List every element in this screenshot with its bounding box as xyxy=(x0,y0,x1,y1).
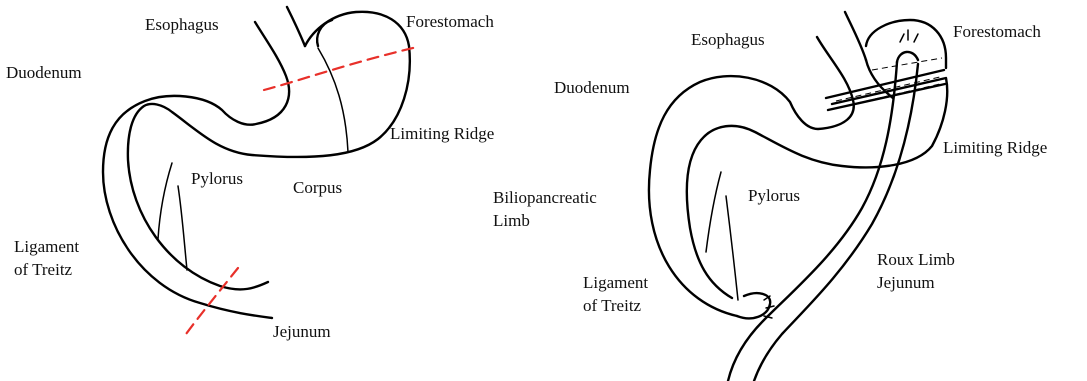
left-fundus-inner-curve xyxy=(317,20,332,46)
left-esophagus-inner-wall xyxy=(287,7,305,46)
left-label-pylorus: Pylorus xyxy=(191,169,243,188)
right-esophagus-inner-wall xyxy=(845,12,866,60)
right-esophagus-outer-wall xyxy=(649,37,854,316)
right-label-duodenum: Duodenum xyxy=(554,78,630,97)
left-forestomach-cut-line xyxy=(264,47,417,90)
right-roux-limb-top-cap xyxy=(897,52,918,62)
left-label-forestomach: Forestomach xyxy=(406,12,494,31)
left-forestomach-dome xyxy=(128,12,410,290)
right-label-ligament-line1: Ligament xyxy=(583,273,648,292)
right-label-forestomach: Forestomach xyxy=(953,22,1041,41)
right-label-esophagus: Esophagus xyxy=(691,30,765,49)
right-label-roux-line1: Roux Limb xyxy=(877,250,955,269)
right-staple-band-upper xyxy=(826,70,944,98)
right-pouch-stitches xyxy=(900,30,918,42)
right-label-roux-line2: Jejunum xyxy=(877,273,935,292)
right-label-biliopancreatic-line1: Biliopancreatic xyxy=(493,188,597,207)
left-label-ligament-line1: Ligament xyxy=(14,237,79,256)
right-staple-band-lower xyxy=(828,84,945,110)
left-label-jejunum: Jejunum xyxy=(273,322,331,341)
left-ligament-of-treitz-line-b xyxy=(178,186,187,270)
left-ligament-of-treitz-line-a xyxy=(158,163,172,239)
left-label-duodenum: Duodenum xyxy=(6,63,82,82)
right-label-ligament-line2: of Treitz xyxy=(583,296,642,315)
left-anatomy-diagram: Esophagus Forestomach Duodenum Limiting … xyxy=(6,7,494,341)
right-label-limiting-ridge: Limiting Ridge xyxy=(943,138,1047,157)
left-limiting-ridge-line xyxy=(318,48,348,152)
right-stomach-outline xyxy=(649,12,947,316)
left-label-ligament-line2: of Treitz xyxy=(14,260,73,279)
left-label-esophagus: Esophagus xyxy=(145,15,219,34)
right-label-biliopancreatic-line2: Limb xyxy=(493,211,530,230)
right-ligament-of-treitz-line-a xyxy=(706,172,721,252)
right-roux-limb-left-wall xyxy=(728,62,897,381)
right-roux-limb-right-wall xyxy=(754,64,918,381)
left-label-limiting-ridge: Limiting Ridge xyxy=(390,124,494,143)
right-label-pylorus: Pylorus xyxy=(748,186,800,205)
right-ligament-of-treitz-line-b xyxy=(726,196,738,300)
left-stomach-outline xyxy=(103,7,410,318)
right-biliopancreatic-anastomosis xyxy=(737,293,770,318)
left-label-corpus: Corpus xyxy=(293,178,342,197)
right-surgical-diagram: Esophagus Forestomach Duodenum Limiting … xyxy=(493,12,1047,381)
right-forestomach-pouch xyxy=(866,20,946,68)
right-pouch-staple-dash xyxy=(872,58,942,70)
